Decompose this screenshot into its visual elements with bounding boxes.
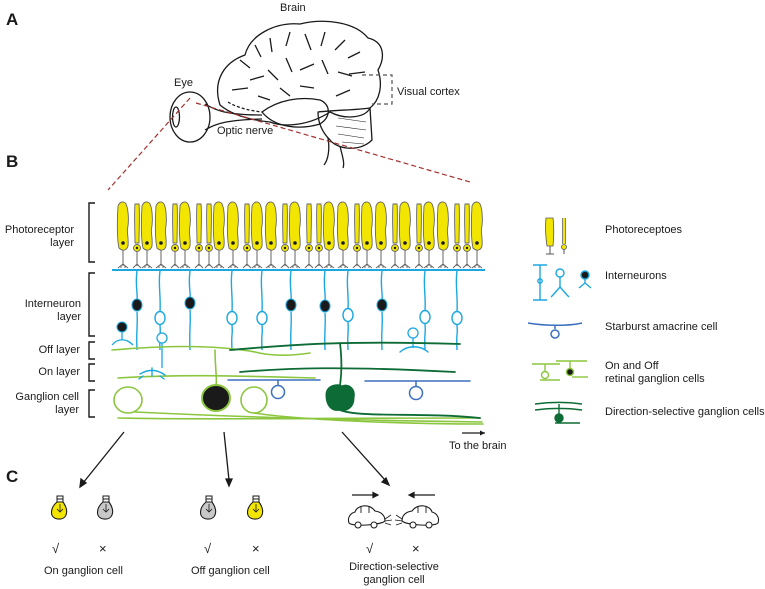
legend-label-interneurons: Interneurons [605, 270, 667, 282]
light-off-bulb-icon [96, 495, 114, 520]
cone-cell [226, 201, 239, 269]
ds-ganglion-label: Direction-selective ganglion cell [349, 561, 439, 586]
brain-label: Brain [280, 2, 306, 14]
cone-cell [322, 201, 335, 269]
interneuron-amacrine [111, 321, 134, 346]
legend-label-rgc: On and Off retinal ganglion cells [605, 360, 705, 385]
interneuron-bipolar [226, 270, 238, 351]
rod-cell [204, 203, 214, 269]
rod-cell [170, 203, 180, 269]
rod-cell [462, 203, 472, 269]
on-check-mark: √ [52, 541, 60, 556]
ds-direction-arrows [352, 491, 435, 499]
off-check-mark: √ [204, 541, 212, 556]
cone-cell [116, 201, 129, 269]
on-ganglion-label: On ganglion cell [44, 565, 123, 577]
cone-cell [436, 201, 449, 269]
legend-rgc-icon [532, 360, 588, 381]
legend-label-starburst: Starburst amacrine cell [605, 321, 718, 333]
off-rgc-soma [201, 384, 231, 412]
legend-label-photoreceptors: Photoreceptoes [605, 224, 683, 236]
cone-cell [360, 201, 373, 269]
on-cross-mark: × [99, 541, 107, 556]
to-brain-label: To the brain [449, 440, 507, 452]
cone-cell [288, 201, 301, 269]
rod-cell [314, 203, 324, 269]
bulb-icons [50, 495, 264, 520]
cone-cell [374, 201, 387, 269]
off-on-layers [111, 341, 471, 401]
interneuron-dark [131, 270, 143, 351]
cone-cell [264, 201, 277, 269]
legend-label-ds: Direction-selective ganglion cells [605, 406, 765, 418]
optic-nerve-label: Optic nerve [217, 125, 274, 137]
layer-label-interneuron: Interneuron layer [24, 298, 81, 323]
ds-cross-mark: × [412, 541, 420, 556]
layer-brackets [88, 202, 95, 418]
cone-cell [140, 201, 153, 269]
rod-cell [280, 203, 290, 269]
ds-gc-soma [325, 384, 355, 411]
cone-cell [470, 201, 483, 269]
rod-cell [242, 203, 252, 269]
legend-starburst-icon [527, 322, 583, 339]
layer-label-photoreceptor: Photoreceptor layer [4, 224, 74, 249]
cone-cell [336, 201, 349, 269]
cone-cell [250, 201, 263, 269]
rod-cell [414, 203, 424, 269]
dashed-projection-lines [107, 97, 471, 191]
car-moving-right-icon [347, 505, 393, 529]
layer-label-ganglion: Ganglion cell layer [15, 391, 79, 416]
interneuron-bipolar [342, 270, 354, 351]
on-rgc-soma [113, 386, 143, 414]
legend-photoreceptor-icon [545, 217, 567, 255]
visual-cortex-label: Visual cortex [397, 86, 460, 98]
off-cross-mark: × [252, 541, 260, 556]
cone-cell [154, 201, 167, 269]
rod-cell [352, 203, 362, 269]
light-on-bulb-icon [246, 495, 264, 520]
to-brain-arrow [462, 430, 485, 436]
interneuron-row [111, 270, 463, 368]
rod-cell [132, 203, 142, 269]
panel-letter-b: B [6, 152, 19, 171]
rod-cell [390, 203, 400, 269]
on-rgc-soma-2 [240, 386, 268, 414]
interneuron-dark [285, 270, 297, 351]
photoreceptor-row [116, 201, 483, 269]
interneuron-dark [376, 270, 388, 351]
cone-cell [178, 201, 191, 269]
interneuron-bipolar [419, 270, 431, 351]
brain-drawing [216, 20, 384, 169]
light-on-bulb-icon [50, 495, 68, 520]
interneuron-bipolar [256, 270, 268, 351]
interneuron-bipolar [451, 270, 463, 351]
light-off-bulb-icon [199, 495, 217, 520]
panel-letter-c: C [6, 467, 19, 486]
interneuron-dark [184, 270, 196, 351]
rod-cell [304, 203, 314, 269]
rod-cell [452, 203, 462, 269]
eye-label: Eye [174, 77, 193, 89]
rod-cell [194, 203, 204, 269]
cone-cell [212, 201, 225, 269]
interneuron-dark [319, 270, 331, 351]
layer-label-off: Off layer [38, 344, 80, 356]
interneuron-amacrine-3 [407, 327, 419, 348]
legend-ds-icon [534, 401, 583, 424]
off-ganglion-label: Off ganglion cell [191, 565, 270, 577]
interneuron-amacrine-2 [156, 332, 168, 368]
visual-cortex-bracket [362, 74, 393, 105]
ds-check-mark: √ [366, 541, 374, 556]
cone-cell [422, 201, 435, 269]
ganglion-cells [113, 384, 484, 425]
layer-label-on: On layer [38, 366, 80, 378]
car-moving-left-icon [394, 505, 440, 529]
car-icons [347, 505, 440, 529]
panel-c-arrows [79, 431, 391, 489]
cone-cell [398, 201, 411, 269]
panel-letter-a: A [6, 10, 19, 29]
eye-drawing [169, 91, 263, 143]
legend-interneuron-icon [533, 264, 592, 301]
